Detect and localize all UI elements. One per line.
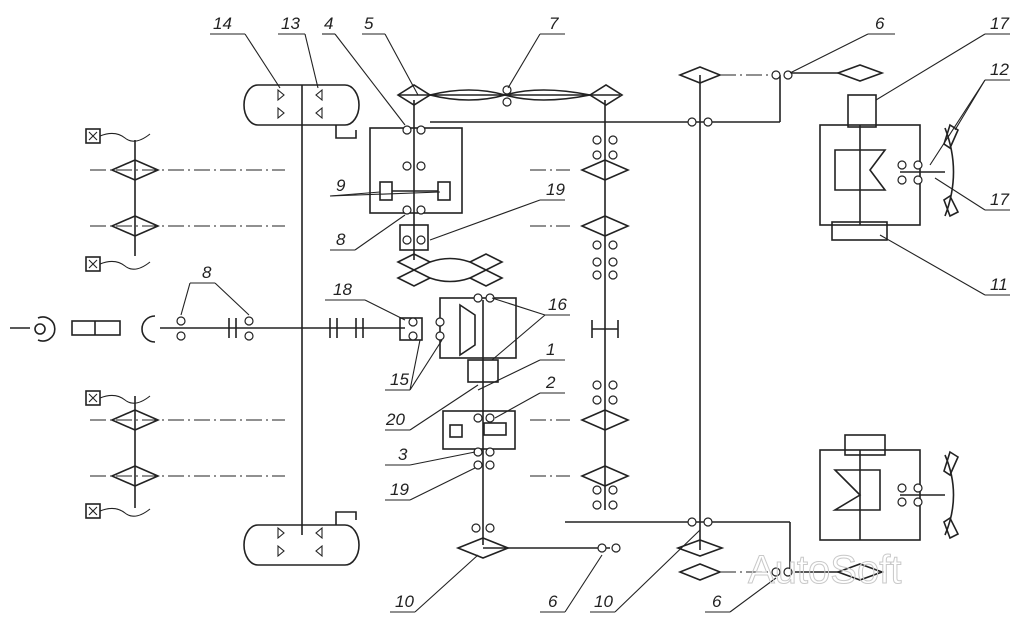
right-shaft-gears — [455, 64, 885, 581]
rear-axle-differential — [819, 434, 960, 541]
shafts — [10, 75, 791, 570]
label-19-bottom: 19 — [390, 480, 409, 499]
label-10-right: 10 — [594, 592, 613, 611]
label-9: 9 — [336, 176, 346, 195]
label-8-left: 8 — [202, 263, 212, 282]
part-labels: 14 13 4 5 7 6 17 12 17 9 8 19 8 18 16 15… — [202, 14, 1009, 611]
label-18: 18 — [333, 280, 352, 299]
bottom-tank — [243, 511, 360, 566]
bearings — [402, 70, 923, 577]
middle-shaft-gears — [579, 159, 631, 487]
clutch-assembly — [34, 315, 156, 343]
axle-centerlines — [90, 74, 770, 573]
front-axle-differential — [819, 94, 960, 241]
label-12: 12 — [990, 60, 1009, 79]
label-3: 3 — [398, 445, 408, 464]
label-19-top: 19 — [546, 180, 565, 199]
label-13: 13 — [281, 14, 300, 33]
label-14: 14 — [213, 14, 232, 33]
label-8-mid: 8 — [336, 230, 346, 249]
transfer-case — [369, 84, 624, 251]
left-wheel-brakes — [85, 128, 151, 519]
main-differential — [399, 297, 517, 383]
label-17-right: 17 — [990, 190, 1009, 209]
label-5: 5 — [364, 14, 374, 33]
label-11: 11 — [990, 275, 1008, 294]
label-6-bottom-right: 6 — [712, 592, 722, 611]
label-10-left: 10 — [395, 592, 414, 611]
label-2: 2 — [545, 373, 556, 392]
left-axle-gears — [109, 140, 161, 508]
label-6-bottom-left: 6 — [548, 592, 558, 611]
mid-gears — [396, 253, 504, 287]
watermark: AutoSoft — [748, 548, 901, 592]
input-bearings — [176, 316, 364, 341]
label-16: 16 — [548, 295, 567, 314]
label-6-top: 6 — [875, 14, 885, 33]
leader-lines — [180, 33, 1010, 613]
top-tank — [243, 84, 360, 139]
label-20: 20 — [385, 410, 405, 429]
label-1: 1 — [546, 340, 555, 359]
label-17-top: 17 — [990, 14, 1009, 33]
label-4: 4 — [324, 14, 333, 33]
label-15: 15 — [390, 370, 409, 389]
label-7: 7 — [549, 14, 559, 33]
